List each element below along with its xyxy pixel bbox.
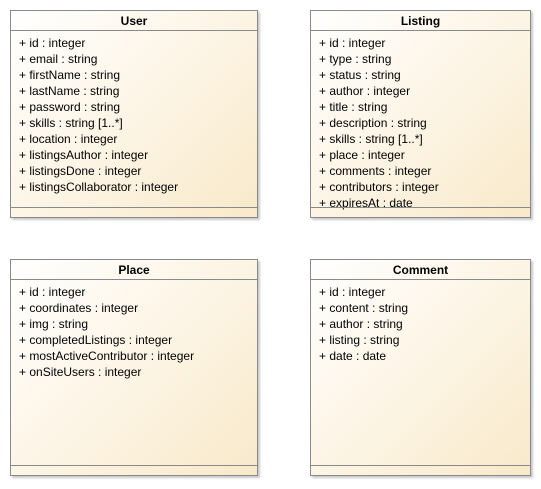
attribute: + expiresAt : date (319, 196, 413, 210)
attribute: + id : integer (319, 36, 386, 50)
class-user[interactable]: User + id : integer + email : string + f… (10, 10, 258, 218)
attribute: + type : string (319, 52, 392, 66)
attribute: + img : string (19, 317, 89, 331)
attribute: + id : integer (19, 285, 86, 299)
attribute: + mostActiveContributor : integer (19, 349, 195, 363)
class-name: Comment (311, 260, 530, 280)
attribute: + location : integer (19, 132, 118, 146)
attribute: + title : string (319, 100, 388, 114)
attribute: + id : integer (319, 285, 386, 299)
class-place[interactable]: Place + id : integer + coordinates : int… (10, 259, 258, 476)
operation-compartment (311, 207, 530, 217)
attribute: + author : string (319, 317, 403, 331)
attribute: + listing : string (319, 333, 400, 347)
attribute: + place : integer (319, 148, 405, 162)
attribute: + listingsAuthor : integer (19, 148, 149, 162)
attribute-compartment: + id : integer + coordinates : integer +… (11, 280, 257, 380)
class-name: Place (11, 260, 257, 280)
operation-compartment (11, 465, 257, 475)
operation-compartment (11, 207, 257, 217)
attribute: + listingsDone : integer (19, 164, 142, 178)
attribute: + contributors : integer (319, 180, 439, 194)
attribute-compartment: + id : integer + type : string + status … (311, 31, 530, 211)
attribute: + listingsCollaborator : integer (19, 180, 179, 194)
attribute-compartment: + id : integer + content : string + auth… (311, 280, 530, 364)
operation-compartment (311, 465, 530, 475)
class-name: User (11, 11, 257, 31)
attribute: + lastName : string (19, 84, 120, 98)
attribute: + completedListings : integer (19, 333, 173, 347)
attribute: + onSiteUsers : integer (19, 365, 142, 379)
attribute: + comments : integer (319, 164, 432, 178)
class-listing[interactable]: Listing + id : integer + type : string +… (310, 10, 531, 218)
attribute: + skills : string [1..*] (19, 116, 123, 130)
class-comment[interactable]: Comment + id : integer + content : strin… (310, 259, 531, 476)
class-name: Listing (311, 11, 530, 31)
attribute: + email : string (19, 52, 98, 66)
attribute: + id : integer (19, 36, 86, 50)
attribute: + firstName : string (19, 68, 121, 82)
attribute-compartment: + id : integer + email : string + firstN… (11, 31, 257, 195)
attribute: + date : date (319, 349, 387, 363)
attribute: + status : string (319, 68, 401, 82)
attribute: + author : integer (319, 84, 411, 98)
attribute: + skills : string [1..*] (319, 132, 423, 146)
attribute: + content : string (319, 301, 409, 315)
attribute: + description : string (319, 116, 427, 130)
attribute: + password : string (19, 100, 121, 114)
attribute: + coordinates : integer (19, 301, 139, 315)
